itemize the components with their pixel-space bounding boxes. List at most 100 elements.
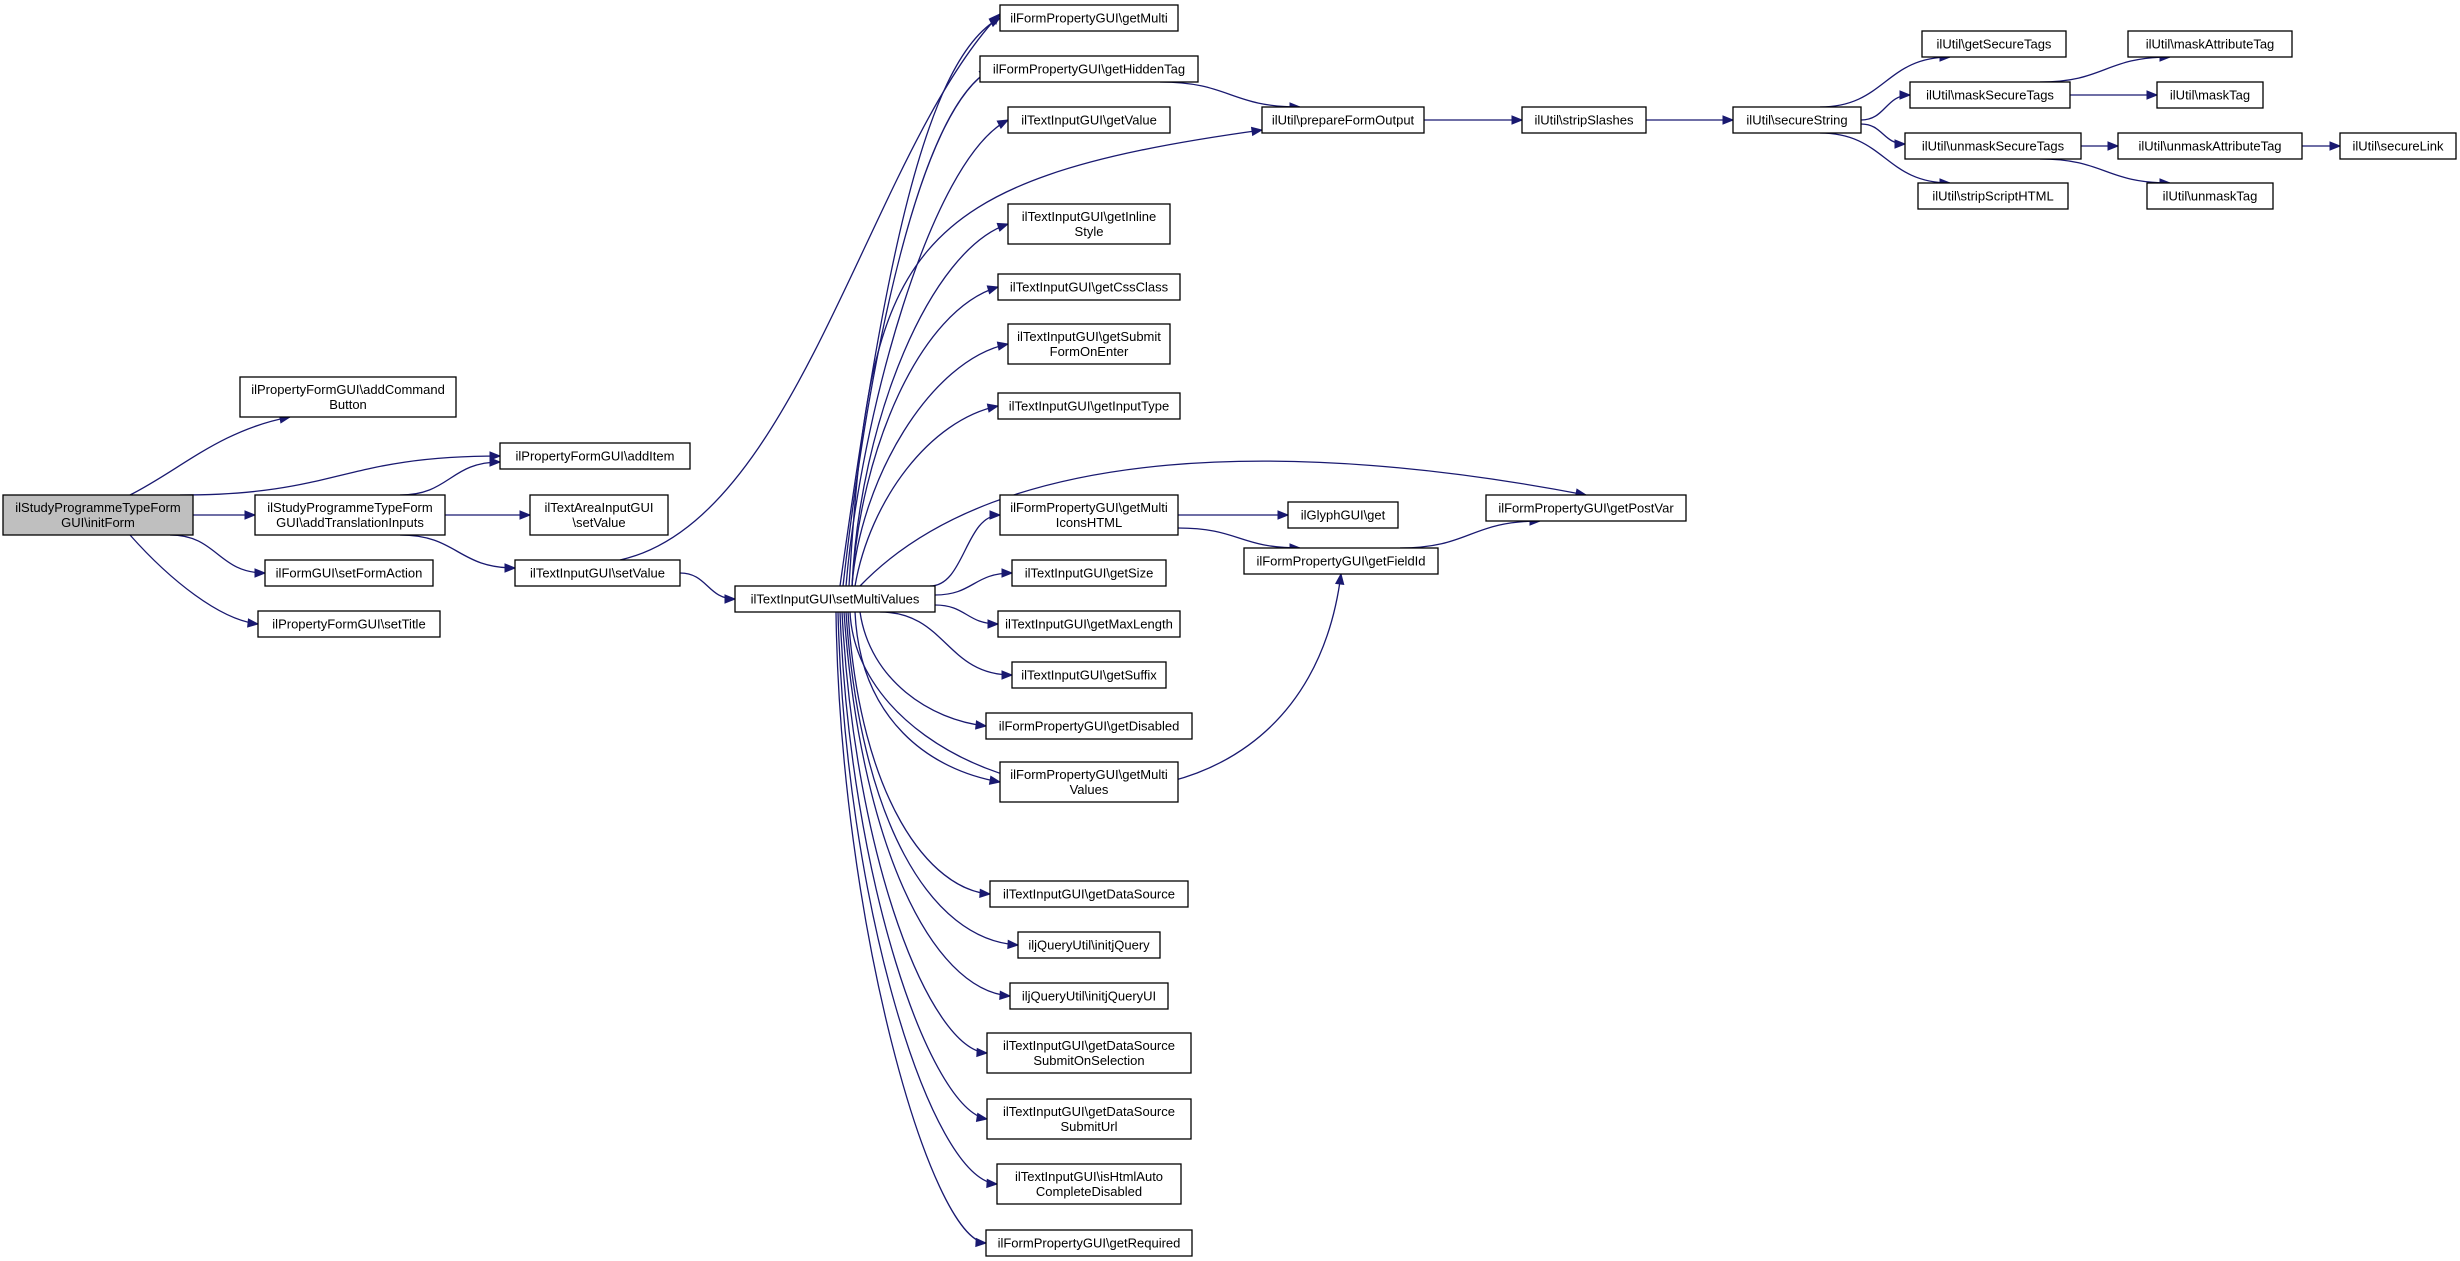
node-addItem[interactable]: ilPropertyFormGUI\addItem [499,442,691,470]
node-initjQueryUI[interactable]: iljQueryUtil\initjQueryUI [1009,982,1169,1010]
node-label: ilUtil\unmaskSecureTags [1922,139,2065,154]
node-box [1007,203,1171,245]
node-getMaxLength[interactable]: ilTextInputGUI\getMaxLength [997,610,1181,638]
node-label: ilFormPropertyGUI\getPostVar [1498,501,1674,516]
edge-line [1860,94,1911,121]
node-label: GUI\initForm [61,515,135,530]
node-label: ilUtil\stripSlashes [1535,113,1634,128]
node-getHiddenTag[interactable]: ilFormPropertyGUI\getHiddenTag [979,55,1199,83]
edge-line [2039,158,2171,184]
edge-textSetValue-to-setMultiValues [679,572,737,604]
edge-setMultiValues-to-getSubmitFormOnEnter [851,341,1010,587]
node-label: ilTextInputGUI\isHtmlAuto [1015,1169,1163,1184]
edge-arrowhead [996,222,1010,232]
edge-setMultiValues-to-getCssClass [851,285,1000,587]
node-maskTag[interactable]: ilUtil\maskTag [2156,81,2264,109]
node-label: ilStudyProgrammeTypeForm [15,500,180,515]
node-box [734,585,936,613]
node-box [529,494,669,536]
edge-line [179,455,501,496]
node-getInputType[interactable]: ilTextInputGUI\getInputType [997,392,1181,420]
node-box [1243,547,1439,575]
node-glyphGet[interactable]: ilGlyphGUI\get [1287,501,1399,529]
node-label: ilPropertyFormGUI\addCommand [251,382,445,397]
node-secureLink[interactable]: ilUtil\secureLink [2339,132,2457,160]
node-prepareFormOutput[interactable]: ilUtil\prepareFormOutput [1261,106,1425,134]
edge-arrowhead [489,451,502,461]
edge-secureString-to-maskSecureTags [1860,90,1912,121]
node-getSuffix[interactable]: ilTextInputGUI\getSuffix [1011,661,1167,689]
node-maskSecureTags[interactable]: ilUtil\maskSecureTags [1909,81,2071,109]
node-getFieldId[interactable]: ilFormPropertyGUI\getFieldId [1243,547,1439,575]
node-getSize[interactable]: ilTextInputGUI\getSize [1011,559,1167,587]
node-maskAttributeTag[interactable]: ilUtil\maskAttributeTag [2127,30,2293,58]
node-stripSlashes[interactable]: ilUtil\stripSlashes [1521,106,1647,134]
node-getMulti[interactable]: ilFormPropertyGUI\getMulti [999,4,1179,32]
edge-line [854,405,999,587]
edge-arrowhead [989,510,1002,520]
node-label: ilUtil\secureLink [2352,139,2444,154]
node-box [1521,106,1647,134]
node-label: ilGlyphGUI\get [1301,508,1386,523]
node-setMultiValues[interactable]: ilTextInputGUI\setMultiValues [734,585,936,613]
edge-setMultiValues-to-getDataSourceSubmitOnSelection [841,611,989,1058]
node-textAreaSetValue[interactable]: ilTextAreaInputGUI\setValue [529,494,669,536]
node-label: ilUtil\secureString [1746,113,1847,128]
node-label: ilTextInputGUI\getMaxLength [1005,617,1173,632]
node-getDisabled[interactable]: ilFormPropertyGUI\getDisabled [985,712,1193,740]
edge-unmaskSecureTags-to-unmaskAttributeTag [2081,141,2120,151]
node-initjQuery[interactable]: iljQueryUtil\initjQuery [1017,931,1161,959]
node-label: ilTextInputGUI\setMultiValues [751,592,920,607]
node-unmaskSecureTags[interactable]: ilUtil\unmaskSecureTags [1904,132,2082,160]
edge-line [841,611,988,1054]
node-setFormAction[interactable]: ilFormGUI\setFormAction [264,559,434,587]
node-stripScriptHTML[interactable]: ilUtil\stripScriptHTML [1917,182,2069,210]
node-isHtmlAutoCompleteDisabled[interactable]: ilTextInputGUI\isHtmlAutoCompleteDisable… [996,1163,1182,1205]
edge-line [842,69,991,587]
edge-line [845,611,1019,946]
edge-arrowhead [1001,568,1014,578]
node-box [499,442,691,470]
edge-line [845,119,1009,587]
node-getCssClass[interactable]: ilTextInputGUI\getCssClass [997,273,1181,301]
node-setTitle[interactable]: ilPropertyFormGUI\setTitle [257,610,441,638]
node-label: GUI\addTranslationInputs [276,515,424,530]
node-box [999,761,1179,803]
node-box [1921,30,2067,58]
node-textSetValue[interactable]: ilTextInputGUI\setValue [514,559,681,587]
node-unmaskAttributeTag[interactable]: ilUtil\unmaskAttributeTag [2117,132,2303,160]
edge-setMultiValues-to-getDataSource [847,611,992,899]
node-getDataSource[interactable]: ilTextInputGUI\getDataSource [989,880,1189,908]
node-addTranslationInputs[interactable]: ilStudyProgrammeTypeFormGUI\addTranslati… [254,494,446,536]
edge-arrowhead [489,457,502,467]
node-label: ilUtil\maskAttributeTag [2146,37,2275,52]
node-box [2127,30,2293,58]
edge-line [2039,56,2171,83]
node-unmaskTag[interactable]: ilUtil\unmaskTag [2146,182,2274,210]
node-getSecureTags[interactable]: ilUtil\getSecureTags [1921,30,2067,58]
node-secureString[interactable]: ilUtil\secureString [1732,106,1862,134]
node-getPostVar[interactable]: ilFormPropertyGUI\getPostVar [1485,494,1687,522]
edge-setMultiValues-to-getPostVar [859,460,1588,587]
node-label: ilTextInputGUI\setValue [530,566,665,581]
edge-line [851,343,1009,587]
node-box [1917,182,2069,210]
node-label: ilTextInputGUI\getInputType [1009,399,1169,414]
edge-arrowhead [986,285,1000,295]
node-getRequired[interactable]: ilFormPropertyGUI\getRequired [985,1229,1193,1257]
node-getDataSourceSubmitOnSelection[interactable]: ilTextInputGUI\getDataSourceSubmitOnSele… [986,1032,1192,1074]
node-label: ilUtil\stripScriptHTML [1932,189,2053,204]
node-box [997,273,1181,301]
node-getValue[interactable]: ilTextInputGUI\getValue [1007,106,1171,134]
node-box [1261,106,1425,134]
edge-line [835,611,987,1244]
edge-addTranslationInputs-to-addItem [399,457,502,496]
edge-setMultiValues-to-getDisabled [859,611,988,730]
